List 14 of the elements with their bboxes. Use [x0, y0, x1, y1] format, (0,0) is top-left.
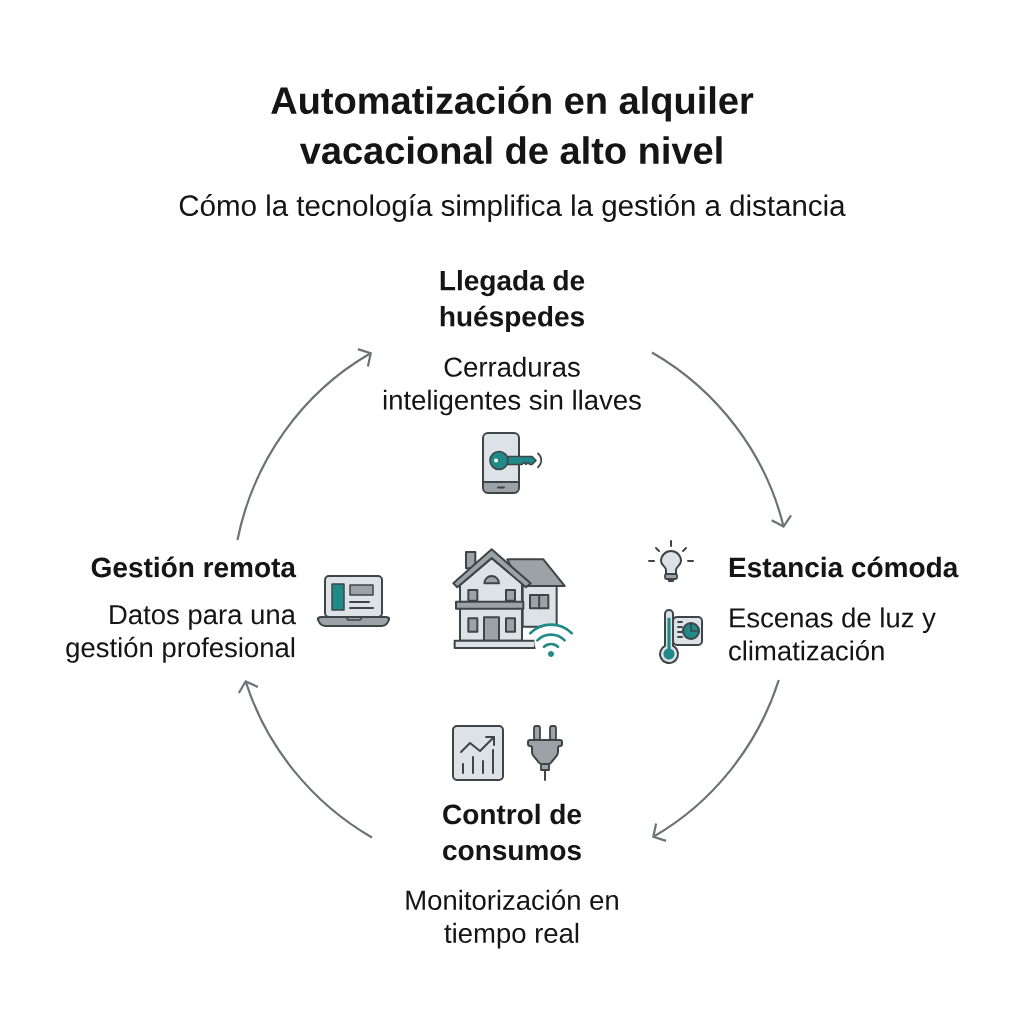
curved-arrow — [651, 351, 792, 528]
step-heading: Gestión remota — [91, 556, 297, 578]
step-description: Datos para una gestión profesional — [66, 605, 296, 663]
step-description: Monitorización en tiempo real — [406, 889, 618, 949]
curved-arrow — [652, 679, 780, 842]
step-heading: Estancia cómoda — [729, 556, 959, 578]
step-description: Cerraduras inteligentes sin llaves — [383, 356, 641, 416]
step-description: Escenas de luz y climatización — [729, 607, 936, 661]
curved-arrow — [237, 680, 373, 839]
step-heading: Llegada de huéspedes — [440, 269, 585, 333]
step-heading: Control de consumos — [443, 803, 582, 861]
curved-arrow — [236, 348, 372, 541]
title: Automatización en alquiler vacacional de alto nivel — [271, 85, 754, 165]
subtitle: Cómo la tecnología simplifica la gestión a distancia — [179, 194, 846, 222]
